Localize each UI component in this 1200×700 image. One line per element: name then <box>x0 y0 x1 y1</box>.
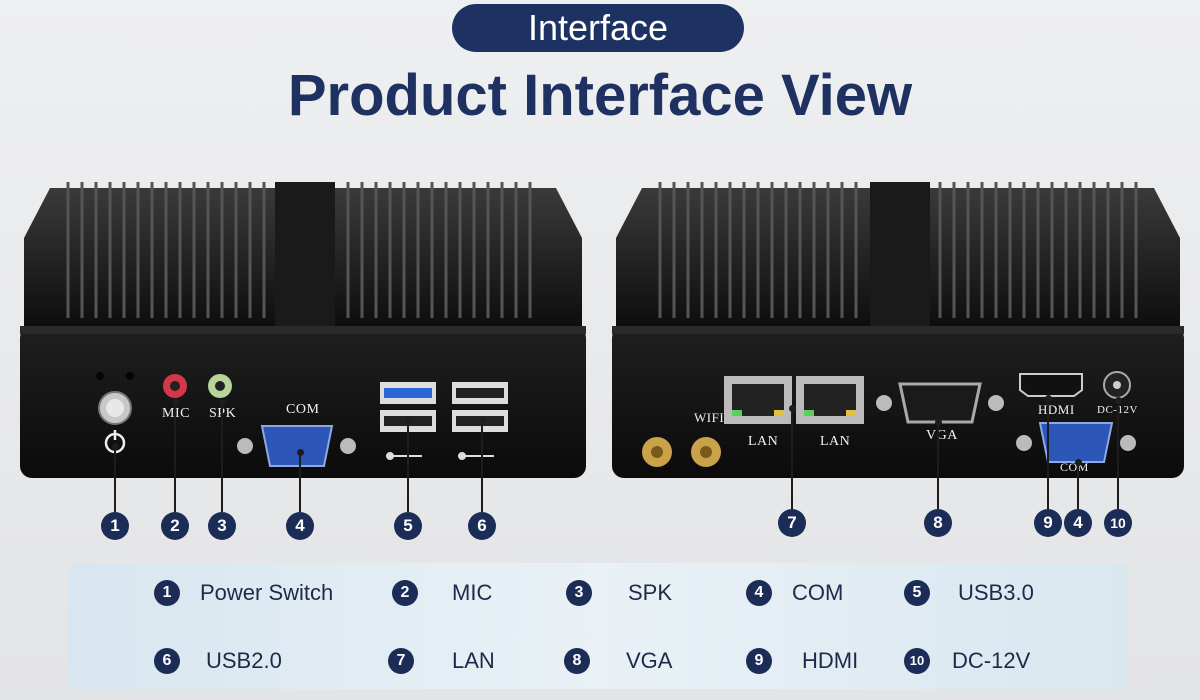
hdmi-label: HDMI <box>1038 402 1075 417</box>
leader-line <box>174 402 176 512</box>
legend-label: USB2.0 <box>206 648 282 673</box>
front-device-illustration <box>20 182 586 478</box>
callout-badge: 8 <box>924 509 952 537</box>
callout-badge: 7 <box>778 509 806 537</box>
leader-dot <box>111 443 119 450</box>
legend-item: 7 LAN <box>388 648 495 674</box>
leader-line <box>937 422 939 509</box>
leader-line <box>1077 462 1079 509</box>
leader-dot <box>404 417 412 424</box>
vga-label: VGA <box>926 428 958 443</box>
legend-number: 6 <box>154 648 180 674</box>
legend-label: MIC <box>452 580 493 605</box>
leader-line <box>407 420 409 512</box>
legend-item: 6 USB2.0 <box>154 648 282 674</box>
legend-panel: 1 Power Switch 2 MIC 3 SPK 4 COM 5 USB3.… <box>68 563 1128 689</box>
front-com-label: COM <box>286 402 320 417</box>
leader-dot <box>218 399 226 406</box>
callout-badge: 1 <box>101 512 129 540</box>
legend-label: DC-12V <box>952 648 1031 673</box>
callout-badge: 9 <box>1034 509 1062 537</box>
callout-badge: 5 <box>394 512 422 540</box>
callout-badge: 2 <box>161 512 189 540</box>
legend-item: 10 DC-12V <box>904 648 1030 674</box>
legend-item: 9 HDMI <box>746 648 858 674</box>
leader-dot <box>1074 459 1082 466</box>
callout-badge: 4 <box>286 512 314 540</box>
legend-number: 4 <box>746 580 772 606</box>
legend-item: 8 VGA <box>564 648 672 674</box>
leader-dot <box>1044 395 1052 402</box>
legend-label: USB3.0 <box>958 580 1034 605</box>
legend-number: 5 <box>904 580 930 606</box>
leader-line <box>481 420 483 512</box>
leader-dot <box>1114 397 1122 404</box>
leader-dot <box>296 449 304 456</box>
legend-number: 1 <box>154 580 180 606</box>
legend-item: 5 USB3.0 <box>904 580 1034 606</box>
legend-number: 7 <box>388 648 414 674</box>
back-device: WIFI LAN LAN VGA HDMI DC-12V COM <box>612 178 1184 478</box>
leader-dot <box>478 417 486 424</box>
legend-item: 3 SPK <box>566 580 672 606</box>
legend-number: 8 <box>564 648 590 674</box>
callout-badge: 3 <box>208 512 236 540</box>
callout-badge: 6 <box>468 512 496 540</box>
leader-line <box>299 452 301 512</box>
leader-dot <box>788 405 796 412</box>
leader-line <box>221 402 223 512</box>
legend-label: SPK <box>628 580 673 605</box>
legend-number: 3 <box>566 580 592 606</box>
leader-dot <box>171 399 179 406</box>
callout-badge: 10 <box>1104 509 1132 537</box>
leader-line <box>1047 398 1049 509</box>
back-device-illustration <box>612 182 1184 478</box>
wifi-label: WIFI <box>694 410 725 425</box>
front-device: MIC SPK COM <box>20 178 586 478</box>
legend-label: COM <box>792 580 844 605</box>
leader-dot <box>934 419 942 426</box>
legend-label: LAN <box>452 648 495 673</box>
legend-number: 9 <box>746 648 772 674</box>
callout-badge: 4 <box>1064 509 1092 537</box>
leader-line <box>1117 400 1119 509</box>
leader-line <box>791 408 793 509</box>
leader-line <box>114 446 116 512</box>
lan2-label: LAN <box>820 434 851 449</box>
page-title: Product Interface View <box>287 63 913 128</box>
lan1-label: LAN <box>748 434 779 449</box>
legend-label: Power Switch <box>200 580 334 605</box>
legend-label: VGA <box>626 648 673 673</box>
legend-item: 1 Power Switch <box>154 580 333 606</box>
legend-item: 2 MIC <box>392 580 492 606</box>
section-pill: Interface <box>452 4 744 52</box>
legend-label: HDMI <box>802 648 859 673</box>
legend-number: 10 <box>904 648 930 674</box>
legend-item: 4 COM <box>746 580 843 606</box>
legend-number: 2 <box>392 580 418 606</box>
